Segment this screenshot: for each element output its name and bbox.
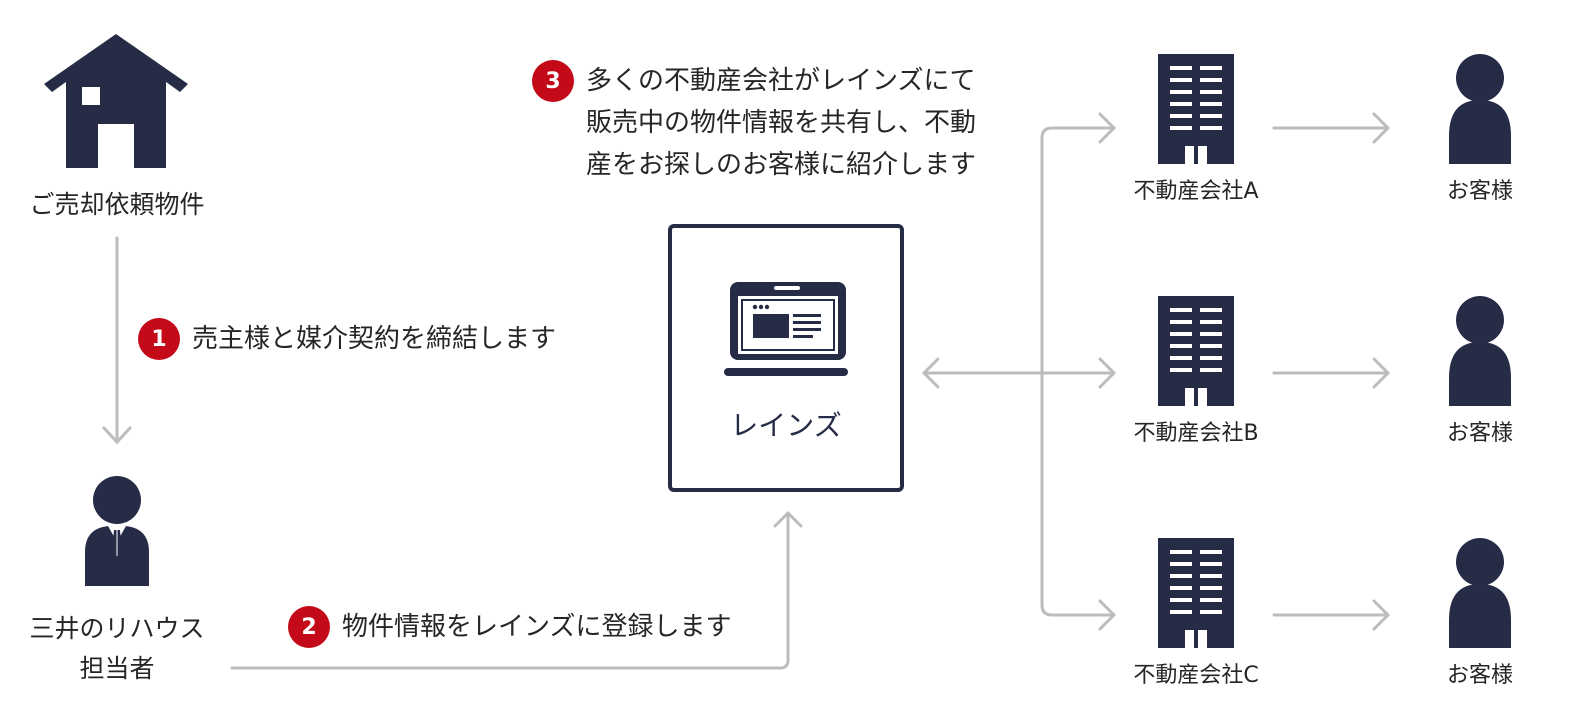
arrow-seller-to-agent bbox=[102, 236, 132, 445]
step-2: 2 物件情報をレインズに登録します bbox=[288, 606, 731, 648]
company-label-a: 不動産会社A bbox=[1133, 179, 1259, 204]
customer-label: お客様 bbox=[1446, 663, 1513, 688]
step-text-line2: 販売中の物件情報を共有し、不動 bbox=[586, 108, 977, 138]
company-label-b: 不動産会社B bbox=[1133, 421, 1259, 446]
step-text-line3: 産をお探しのお客様に紹介します bbox=[586, 150, 977, 180]
building-icon bbox=[1158, 538, 1234, 648]
step-1: 1 売主様と媒介契約を締結します bbox=[138, 318, 556, 360]
step-badge: 2 bbox=[288, 606, 330, 648]
seller-label: ご売却依頼物件 bbox=[29, 190, 205, 219]
building-icon bbox=[1158, 296, 1234, 406]
person-icon bbox=[1449, 296, 1511, 406]
person-icon bbox=[1449, 538, 1511, 648]
step-badge: 1 bbox=[138, 318, 180, 360]
step-text: 売主様と媒介契約を締結します bbox=[192, 324, 557, 354]
step-3: 3 多くの不動産会社がレインズにて 販売中の物件情報を共有し、不動 産をお探しの… bbox=[532, 60, 976, 186]
arrow-reins-to-companies bbox=[922, 112, 1116, 631]
customer-label: お客様 bbox=[1446, 421, 1513, 446]
step-text: 多くの不動産会社がレインズにて 販売中の物件情報を共有し、不動 産をお探しのお客… bbox=[586, 60, 976, 186]
businessman-icon bbox=[85, 476, 149, 586]
company-label-c: 不動産会社C bbox=[1133, 663, 1259, 688]
person-icon bbox=[1449, 54, 1511, 164]
house-icon bbox=[44, 34, 188, 168]
customer-label: お客様 bbox=[1446, 179, 1513, 204]
agent-label-line2: 担当者 bbox=[79, 654, 155, 683]
reins-label: レインズ bbox=[730, 409, 842, 442]
building-icon bbox=[1158, 54, 1234, 164]
step-text: 物件情報をレインズに登録します bbox=[342, 612, 732, 642]
step-badge: 3 bbox=[532, 60, 574, 102]
reins-box bbox=[668, 224, 904, 492]
agent-label-line1: 三井のリハウス bbox=[29, 614, 205, 643]
agent-label: 三井のリハウス 担当者 bbox=[10, 612, 224, 686]
arrow-agent-to-reins bbox=[230, 511, 803, 670]
laptop-icon bbox=[724, 282, 848, 376]
arrow-company-to-customer bbox=[1272, 112, 1390, 631]
step-text-line1: 多くの不動産会社がレインズにて bbox=[586, 66, 976, 96]
